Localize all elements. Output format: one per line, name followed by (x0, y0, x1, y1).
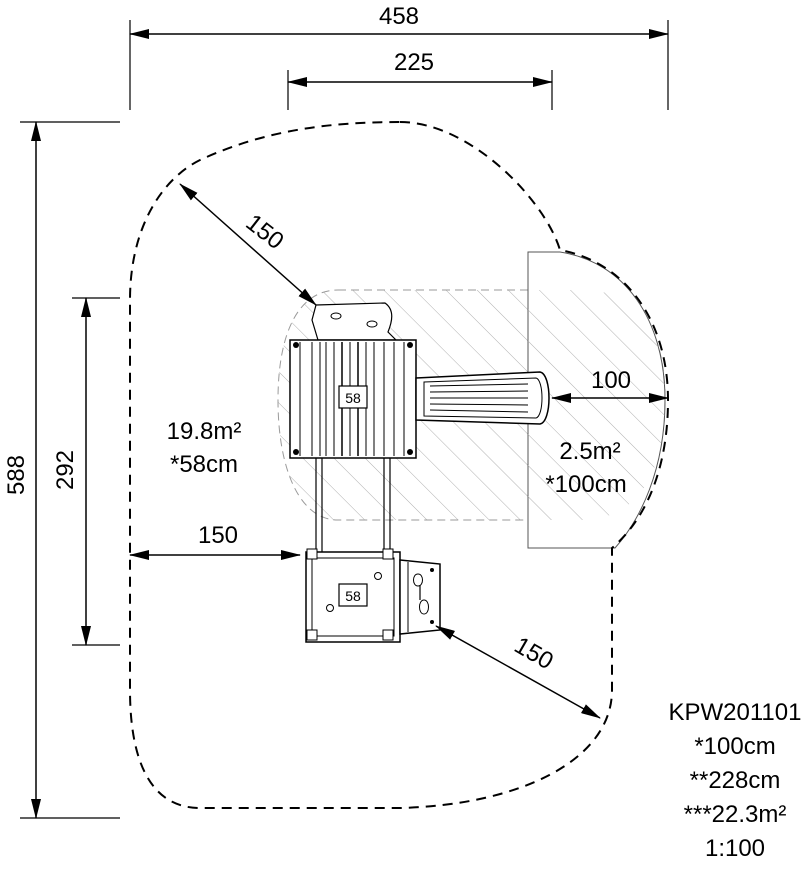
dim-equipment-width-label: 225 (394, 49, 434, 76)
slide (415, 371, 550, 425)
dim-clearance-bottom-label: 150 (510, 632, 558, 675)
lower-platform-height-box (338, 583, 368, 607)
dim-overall-width-label: 458 (379, 3, 419, 30)
dim-clearance-top (179, 183, 317, 306)
slide-area-label: 2.5m² (559, 438, 620, 465)
model-number: KPW201101 (668, 699, 802, 726)
main-depth-label: *58cm (170, 451, 238, 478)
slide-depth-label: *100cm (545, 471, 626, 498)
upper-platform-height: 58 (345, 390, 361, 406)
safety-perimeter (129, 120, 670, 809)
tower-roof (311, 302, 398, 341)
free-height: **228cm (689, 767, 781, 794)
climbing-wall (399, 559, 441, 635)
slide-zone-hatch (528, 290, 665, 520)
spec-block: KPW201101 *100cm **228cm ***22.3m² 1:100 (668, 696, 802, 866)
dim-clearance-left-label: 150 (198, 522, 238, 549)
dim-clearance-bottom (435, 625, 601, 719)
upper-platform-height-box (338, 385, 368, 409)
dim-clearance-top-label: 150 (241, 209, 289, 255)
dim-overall-height-label: 588 (3, 455, 30, 495)
main-area-label: 19.8m² (167, 418, 242, 445)
drawing-scale: 1:100 (704, 835, 766, 862)
fall-height: *100cm (694, 733, 776, 760)
lower-platform-height: 58 (345, 588, 361, 604)
dim-equipment-height-label: 292 (52, 450, 79, 490)
total-area: ***22.3m² (683, 801, 787, 828)
dim-clearance-slide-label: 100 (591, 367, 631, 394)
